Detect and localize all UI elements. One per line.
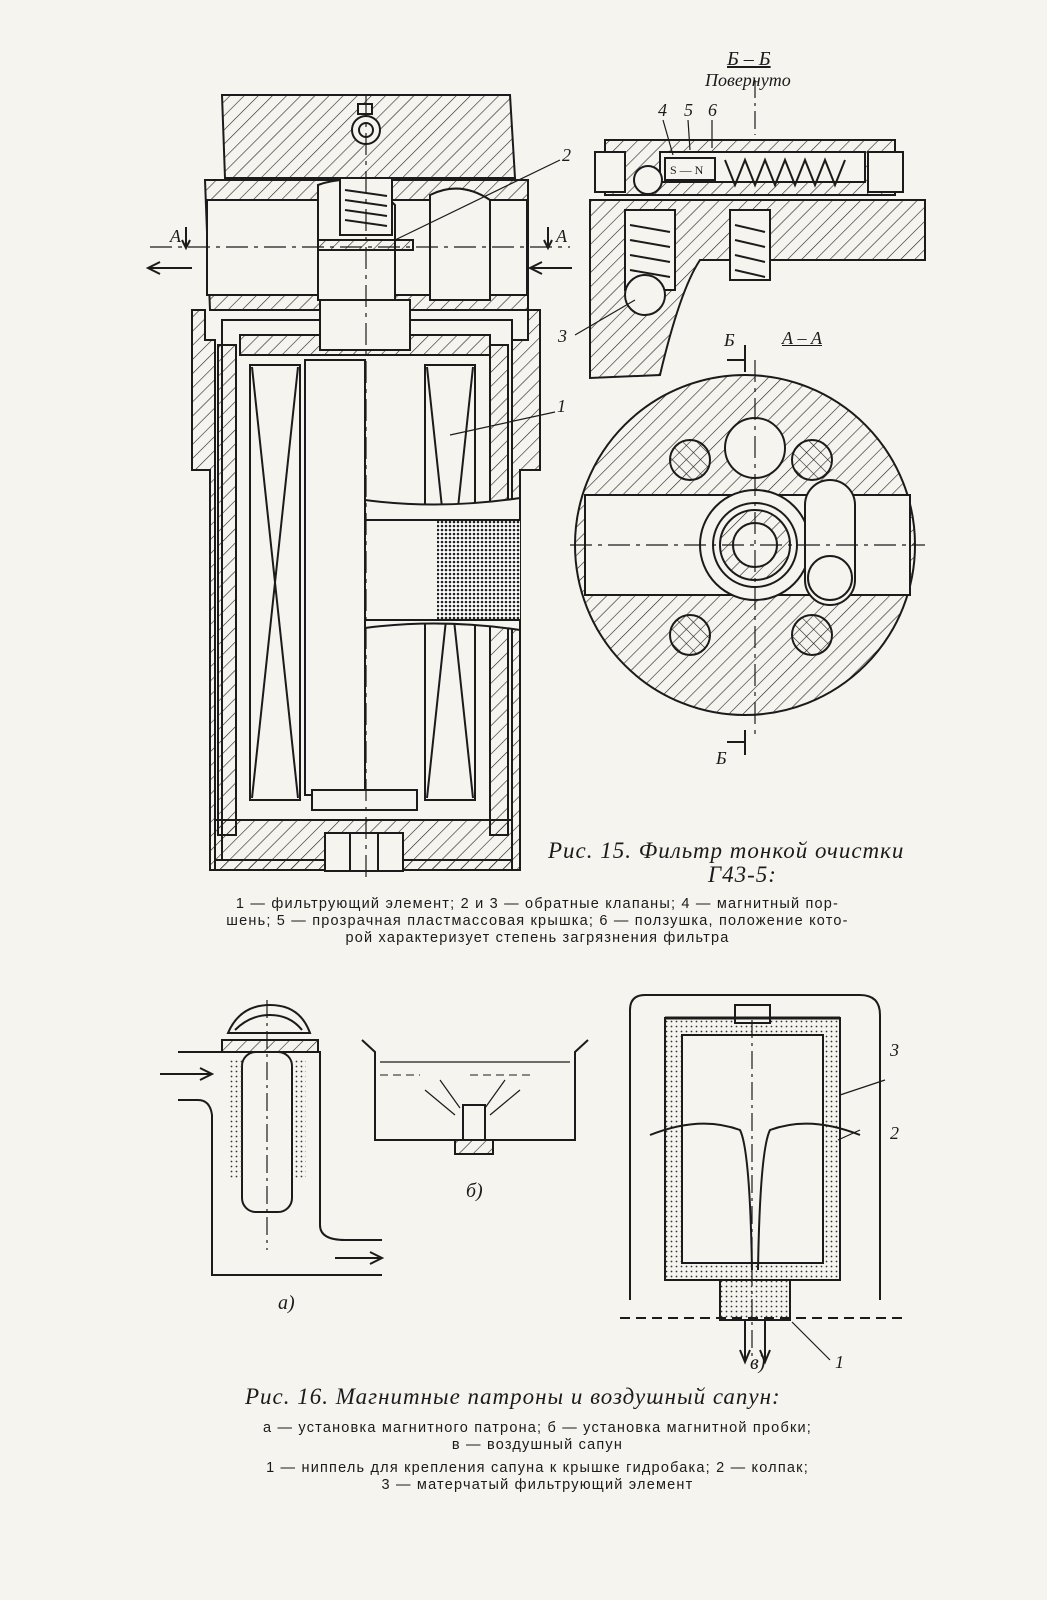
section-aa-title: А – А (782, 328, 822, 348)
callout-5: 5 (684, 100, 693, 120)
callout-6: 6 (708, 100, 717, 120)
section-mark-a-right: А (556, 226, 567, 246)
fig16-legend-line: 3 — матерчатый фильтрующий элемент (381, 1477, 694, 1493)
fig16-legend-line: а — установка магнитного патрона; б — ус… (262, 1420, 813, 1436)
section-bb-view (574, 80, 926, 380)
fig16-caption-title: Рис. 16. Магнитные патроны и воздушный с… (245, 1384, 781, 1409)
fig16-b-magnetic-plug (361, 1039, 589, 1155)
filter-longitudinal-section (145, 94, 572, 880)
fig16-legend-line: в — воздушный сапун (451, 1437, 624, 1453)
fig15-legend: 1 — фильтрующий элемент; 2 и 3 — обратны… (130, 896, 945, 947)
fig16-v-breather (620, 994, 905, 1365)
fig16-callout-1: 1 (835, 1352, 844, 1372)
fig16-sublabel-a: а) (278, 1292, 295, 1314)
callout-1: 1 (557, 396, 566, 416)
fig15-legend-line: шень; 5 — прозрачная пластмассовая крышк… (226, 913, 849, 929)
section-mark-b-top: Б (724, 330, 735, 350)
section-mark-a-left: А (170, 226, 181, 246)
callout-3: 3 (558, 326, 567, 346)
fig15-caption-subtitle: Г43-5: (708, 862, 777, 887)
fig16-legend-2: 1 — ниппель для крепления сапуна к крышк… (130, 1460, 945, 1494)
section-mark-b-bottom: Б (716, 748, 727, 768)
section-aa-view (570, 345, 925, 755)
fig15-legend-line: 1 — фильтрующий элемент; 2 и 3 — обратны… (235, 896, 840, 912)
magnet-label: S — N (670, 163, 704, 177)
fig16-sublabel-v: в) (750, 1352, 766, 1374)
fig16-sublabel-b: б) (466, 1180, 483, 1202)
callout-2: 2 (562, 145, 571, 165)
fig16-callout-3: 3 (890, 1040, 899, 1060)
fig16-legend-line: 1 — ниппель для крепления сапуна к крышк… (266, 1460, 809, 1476)
fig16-legend-1: а — установка магнитного патрона; б — ус… (130, 1420, 945, 1454)
section-bb-note: Повернуто (705, 70, 791, 90)
fig16-a-magnetic-cartridge (160, 1000, 385, 1276)
fig15-caption-title: Рис. 15. Фильтр тонкой очистки (548, 838, 905, 863)
section-bb-title: Б – Б (727, 48, 771, 70)
fig15-legend-line: рой характеризует степень загрязнения фи… (345, 930, 730, 946)
callout-4: 4 (658, 100, 667, 120)
fig16-callout-2: 2 (890, 1123, 899, 1143)
